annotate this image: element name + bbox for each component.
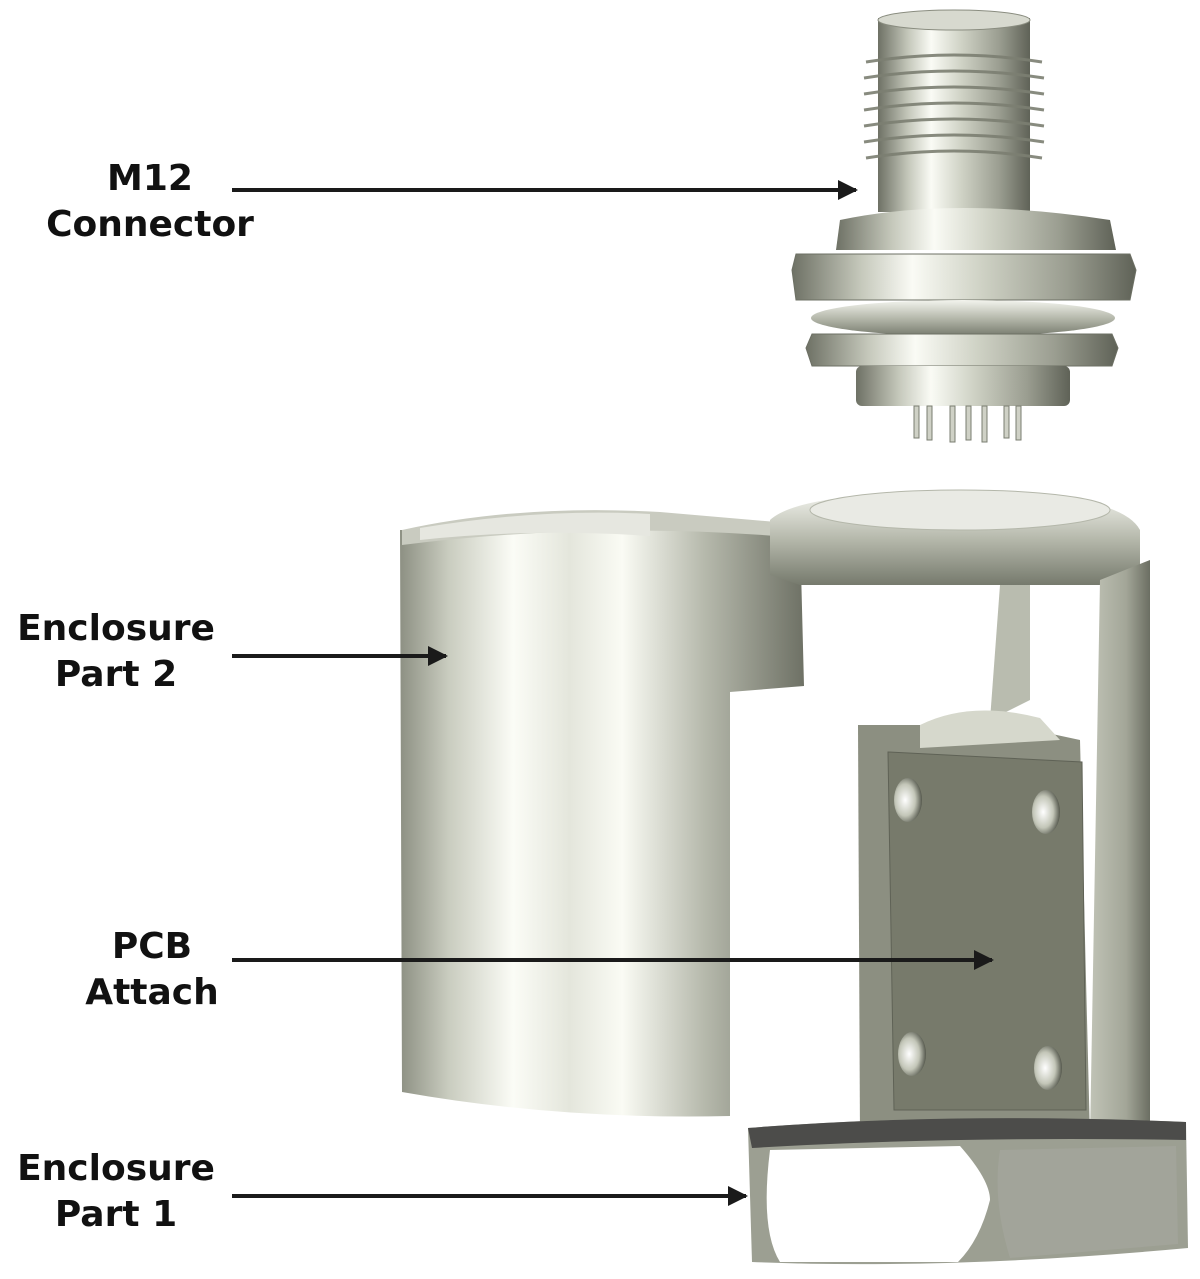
label-enclosure-part-1: Enclosure Part 1 (0, 1146, 232, 1238)
label-line-1: Enclosure (17, 1148, 215, 1189)
label-line-1: PCB (111, 926, 193, 967)
label-line-2: Part 2 (54, 654, 178, 695)
enclosure-part-2 (400, 510, 804, 1117)
m12-connector (791, 9, 1137, 443)
label-line-2: Attach (85, 972, 219, 1013)
label-line-2: Part 1 (54, 1194, 178, 1235)
callout-arrows (232, 180, 994, 1206)
label-m12-connector: M12 Connector (30, 156, 270, 248)
pcb-attach-body (770, 489, 1150, 1138)
label-line-1: M12 (107, 158, 193, 199)
label-line-1: Enclosure (17, 608, 215, 649)
label-pcb-attach: PCB Attach (40, 924, 264, 1016)
label-enclosure-part-2: Enclosure Part 2 (0, 606, 232, 698)
label-line-2: Connector (46, 204, 254, 245)
enclosure-part-1 (748, 1118, 1188, 1265)
